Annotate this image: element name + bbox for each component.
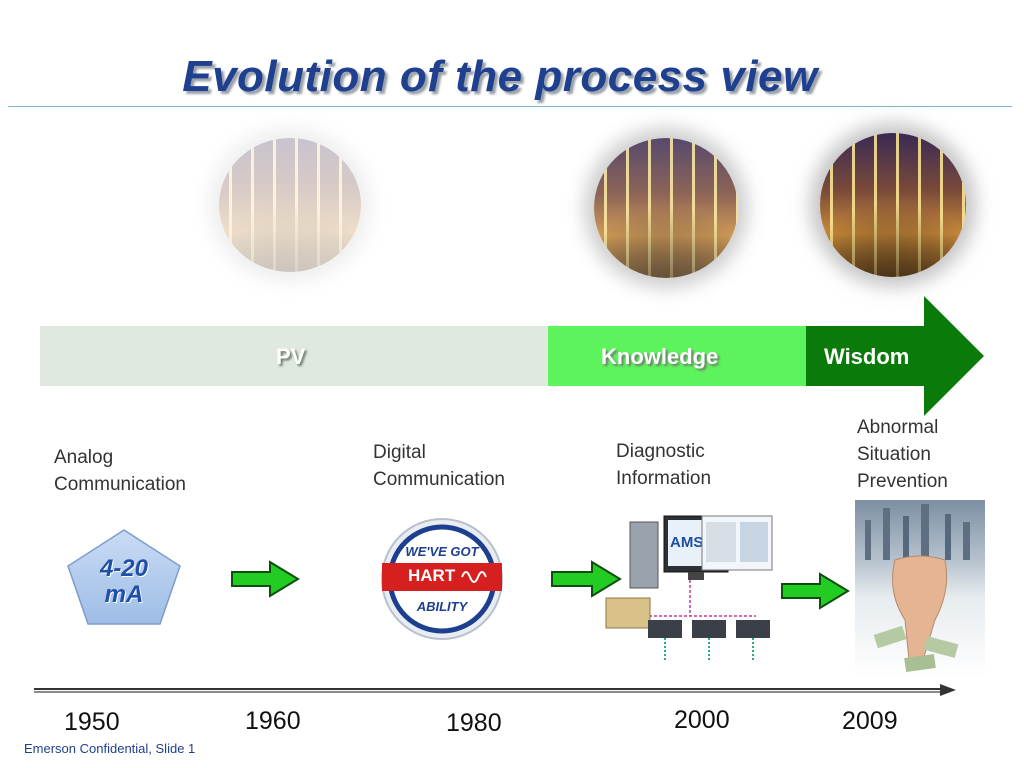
pv-bar — [40, 326, 548, 386]
pentagon-4-20ma-icon — [67, 529, 181, 625]
slide-title: Evolution of the process view — [182, 52, 818, 101]
year-label: 1960 — [245, 707, 301, 735]
ams-network-diagram-icon: AMS — [605, 515, 773, 662]
year-label: 1950 — [64, 708, 120, 736]
year-label: 2009 — [842, 707, 898, 735]
step-arrow-icon — [781, 572, 850, 610]
wisdom-arrow — [806, 296, 984, 416]
hand-holding-refinery-image — [855, 500, 985, 678]
step-arrow-icon — [231, 560, 300, 598]
stage-label-analog: Analog Communication — [54, 447, 186, 495]
timeline-arrow — [34, 684, 956, 696]
refinery-photo-faded — [219, 138, 361, 272]
refinery-hand-icon — [865, 504, 970, 673]
hart-logo-icon: WE'VE GOT HART ABILITY — [381, 518, 503, 640]
pentagon-label-line1: 4-20 — [99, 555, 149, 582]
ams-text: AMS — [670, 534, 703, 551]
pv-label: PV — [276, 344, 306, 369]
refinery-photo-medium — [594, 138, 738, 278]
hart-bottom-text: ABILITY — [416, 599, 469, 614]
step-arrow-icon — [551, 560, 622, 598]
stage-label-digital: Digital Communication — [373, 442, 505, 490]
stage-label-diagnostic: Diagnostic Information — [616, 441, 712, 489]
pentagon-label-line2: mA — [104, 581, 144, 608]
hart-mid-text: HART — [408, 566, 456, 585]
pentagon-label: 4-20 mA — [66, 556, 182, 608]
year-label: 2000 — [674, 706, 730, 734]
title-divider — [8, 106, 1012, 107]
hart-top-text: WE'VE GOT — [405, 544, 479, 559]
footer-confidential: Emerson Confidential, Slide 1 — [24, 741, 196, 756]
knowledge-bar — [548, 326, 808, 386]
stage-label-abnormal: Abnormal Situation Prevention — [857, 417, 948, 492]
year-label: 1980 — [446, 709, 502, 737]
wisdom-label: Wisdom — [824, 344, 910, 369]
refinery-photo-vivid — [820, 133, 966, 277]
knowledge-label: Knowledge — [601, 344, 719, 369]
